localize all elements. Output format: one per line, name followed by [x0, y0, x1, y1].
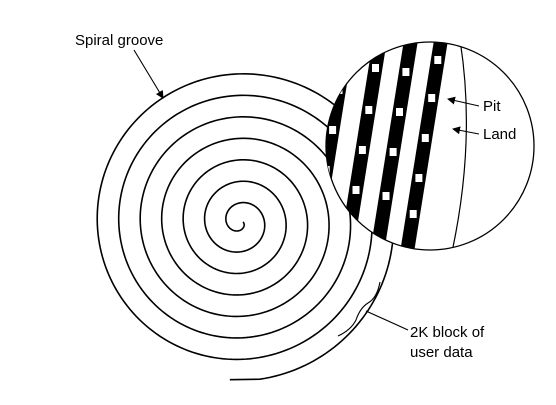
pit-mark: [409, 210, 417, 218]
pit-mark: [402, 68, 410, 76]
land-arrow: [452, 126, 480, 135]
outer-track-line: [451, 42, 467, 250]
block-label-line1: 2K block of: [410, 324, 485, 341]
pit-mark: [352, 186, 360, 194]
land-track-3: [370, 42, 418, 250]
user-data-block-brace: [337, 281, 381, 337]
pit-mark: [365, 106, 373, 114]
pit-mark: [358, 146, 366, 154]
magnified-tracks: [326, 42, 467, 250]
spiral-groove-label: Spiral groove: [75, 32, 163, 49]
block-label-line2: user data: [410, 344, 473, 361]
pit-arrow: [447, 96, 480, 107]
pit-mark: [335, 86, 343, 94]
spiral-groove-arrow: [133, 49, 164, 99]
pit-mark: [372, 64, 379, 72]
pit-mark: [382, 192, 390, 200]
pit-mark: [389, 148, 397, 156]
land-track-4: [400, 42, 448, 250]
pit-mark: [415, 174, 423, 182]
pit-mark: [421, 134, 429, 142]
land-label: Land: [483, 126, 516, 143]
pit-mark: [329, 126, 337, 134]
pit-mark: [434, 56, 442, 64]
magnified-view: [325, 41, 535, 251]
block-leader-line: [365, 310, 409, 331]
spiral-groove: [96, 73, 395, 381]
pit-mark: [428, 94, 436, 102]
pit-mark: [396, 108, 403, 116]
pit-label: Pit: [483, 98, 501, 115]
